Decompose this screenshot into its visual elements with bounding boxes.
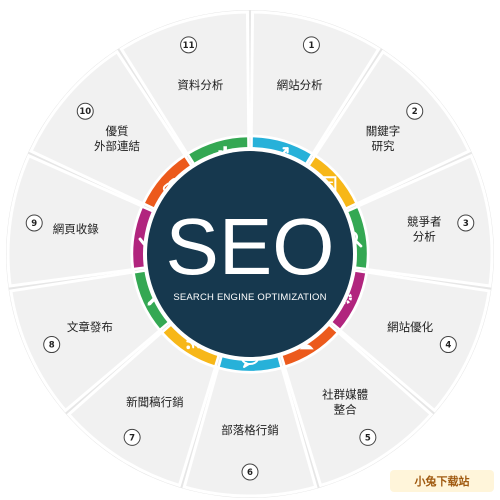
center-disc — [147, 151, 353, 357]
wheel-segment-11: 11 資料分析 — [119, 10, 251, 178]
segment-number-badge — [241, 463, 259, 481]
segment-number-badge — [25, 214, 43, 232]
center-title: SEO — [166, 202, 335, 291]
site-watermark: 小兔下载站 — [390, 470, 494, 492]
segment-number: 11 — [183, 41, 195, 51]
segment-label-line: 競爭者 — [407, 214, 442, 228]
segment-label-line: 文章發布 — [67, 320, 113, 334]
segment-number: 2 — [412, 107, 418, 117]
segment-number-badge — [76, 102, 94, 120]
segment-label-line: 外部連結 — [94, 139, 140, 153]
segment-number-badge — [406, 102, 424, 120]
segment-label-line: 整合 — [334, 403, 357, 417]
segment-number-badge — [439, 336, 457, 354]
segment-number: 4 — [445, 341, 451, 351]
segment-number-badge — [457, 214, 475, 232]
segment-number-badge — [43, 336, 61, 354]
segment-number: 7 — [129, 433, 135, 443]
segment-number-badge — [180, 36, 198, 54]
segment-label-line: 優質 — [105, 124, 128, 138]
segment-label-line: 資料分析 — [177, 78, 223, 92]
segment-number: 8 — [49, 341, 55, 351]
segment-number: 9 — [31, 219, 37, 229]
segment-label-line: 分析 — [413, 229, 436, 243]
segment-label-line: 網站分析 — [277, 78, 323, 92]
segment-label-line: 社群媒體 — [322, 388, 368, 402]
segment-label-line: 網站優化 — [387, 320, 433, 334]
segment-number-badge — [359, 428, 377, 446]
segment-label-line: 研究 — [372, 139, 395, 153]
center-subtitle: SEARCH ENGINE OPTIMIZATION — [173, 292, 326, 303]
segment-label-line: 部落格行銷 — [221, 423, 279, 437]
segment-number: 10 — [79, 107, 91, 117]
segment-number: 6 — [247, 468, 253, 478]
segment-label-line: 關鍵字 — [366, 124, 401, 138]
segment-number: 1 — [308, 41, 314, 51]
segment-label-line: 新聞稿行銷 — [126, 395, 184, 409]
segment-number-badge — [302, 36, 320, 54]
segment-number-badge — [123, 428, 141, 446]
segment-label-line: 網頁收錄 — [53, 222, 99, 236]
segment-number: 3 — [463, 219, 469, 229]
segment-number: 5 — [365, 433, 371, 443]
watermark-text: 小兔下载站 — [414, 475, 470, 488]
